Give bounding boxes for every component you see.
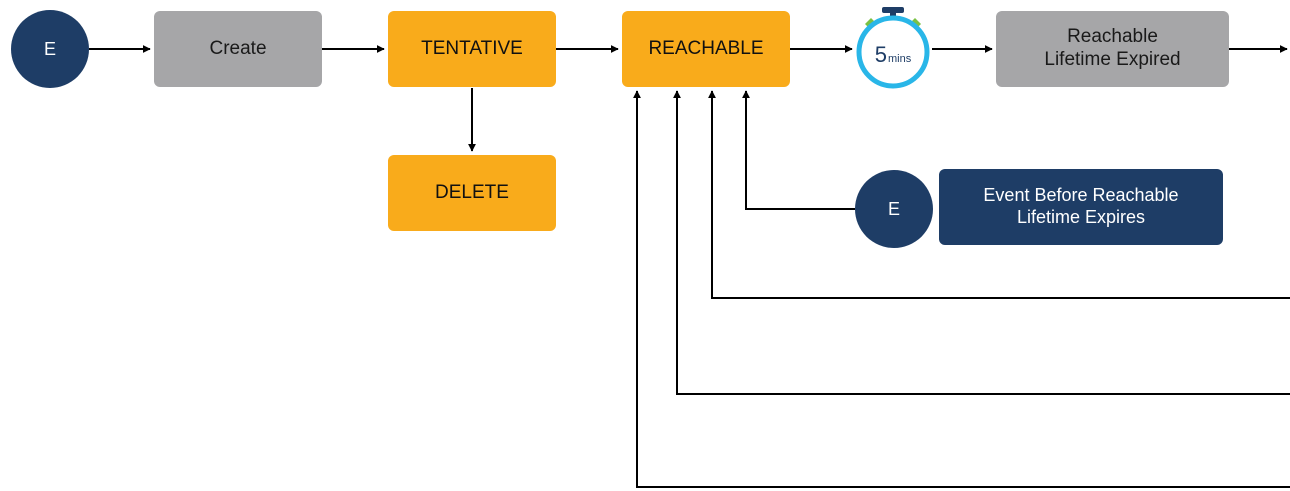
timer-readout: 5 mins: [875, 42, 911, 68]
arrow-return-2: [673, 90, 1290, 395]
event-marker-label: E: [43, 38, 56, 59]
stopwatch-timer: 5 mins: [852, 6, 934, 90]
event-before-marker-label: E: [887, 198, 900, 219]
stopwatch-icon: [856, 7, 930, 89]
tentative-box: TENTATIVE: [388, 11, 556, 87]
stopwatch-tab-left: [865, 18, 875, 28]
event-marker: E: [11, 10, 89, 88]
stopwatch-cap: [882, 7, 904, 13]
expired-line-1: Reachable: [1067, 26, 1158, 48]
stopwatch-stem: [890, 12, 896, 18]
event-before-line-2: Lifetime Expires: [1016, 207, 1146, 227]
arrow-event-before-to-reachable: [742, 90, 855, 210]
reachable-label: REACHABLE: [648, 37, 764, 59]
stopwatch-tab-right: [911, 18, 921, 28]
delete-box: DELETE: [388, 155, 556, 231]
timer-value: 5: [874, 42, 887, 67]
arrow-return-3: [633, 90, 1290, 488]
event-before-reachable-box: Event Before Reachable Lifetime Expires: [939, 169, 1223, 245]
tentative-label: TENTATIVE: [421, 37, 523, 59]
create-label: Create: [209, 37, 267, 59]
stopwatch-ring: [856, 15, 930, 89]
expired-line-2: Lifetime Expired: [1044, 49, 1181, 70]
reachable-lifetime-expired-box: Reachable Lifetime Expired: [996, 11, 1229, 87]
timer-unit: mins: [888, 53, 912, 65]
arrow-return-1: [708, 90, 1290, 299]
delete-label: DELETE: [435, 181, 509, 203]
event-before-marker: E: [855, 170, 933, 248]
event-before-line-1: Event Before Reachable: [983, 185, 1179, 206]
reachable-box: REACHABLE: [622, 11, 790, 87]
create-box: Create: [154, 11, 322, 87]
